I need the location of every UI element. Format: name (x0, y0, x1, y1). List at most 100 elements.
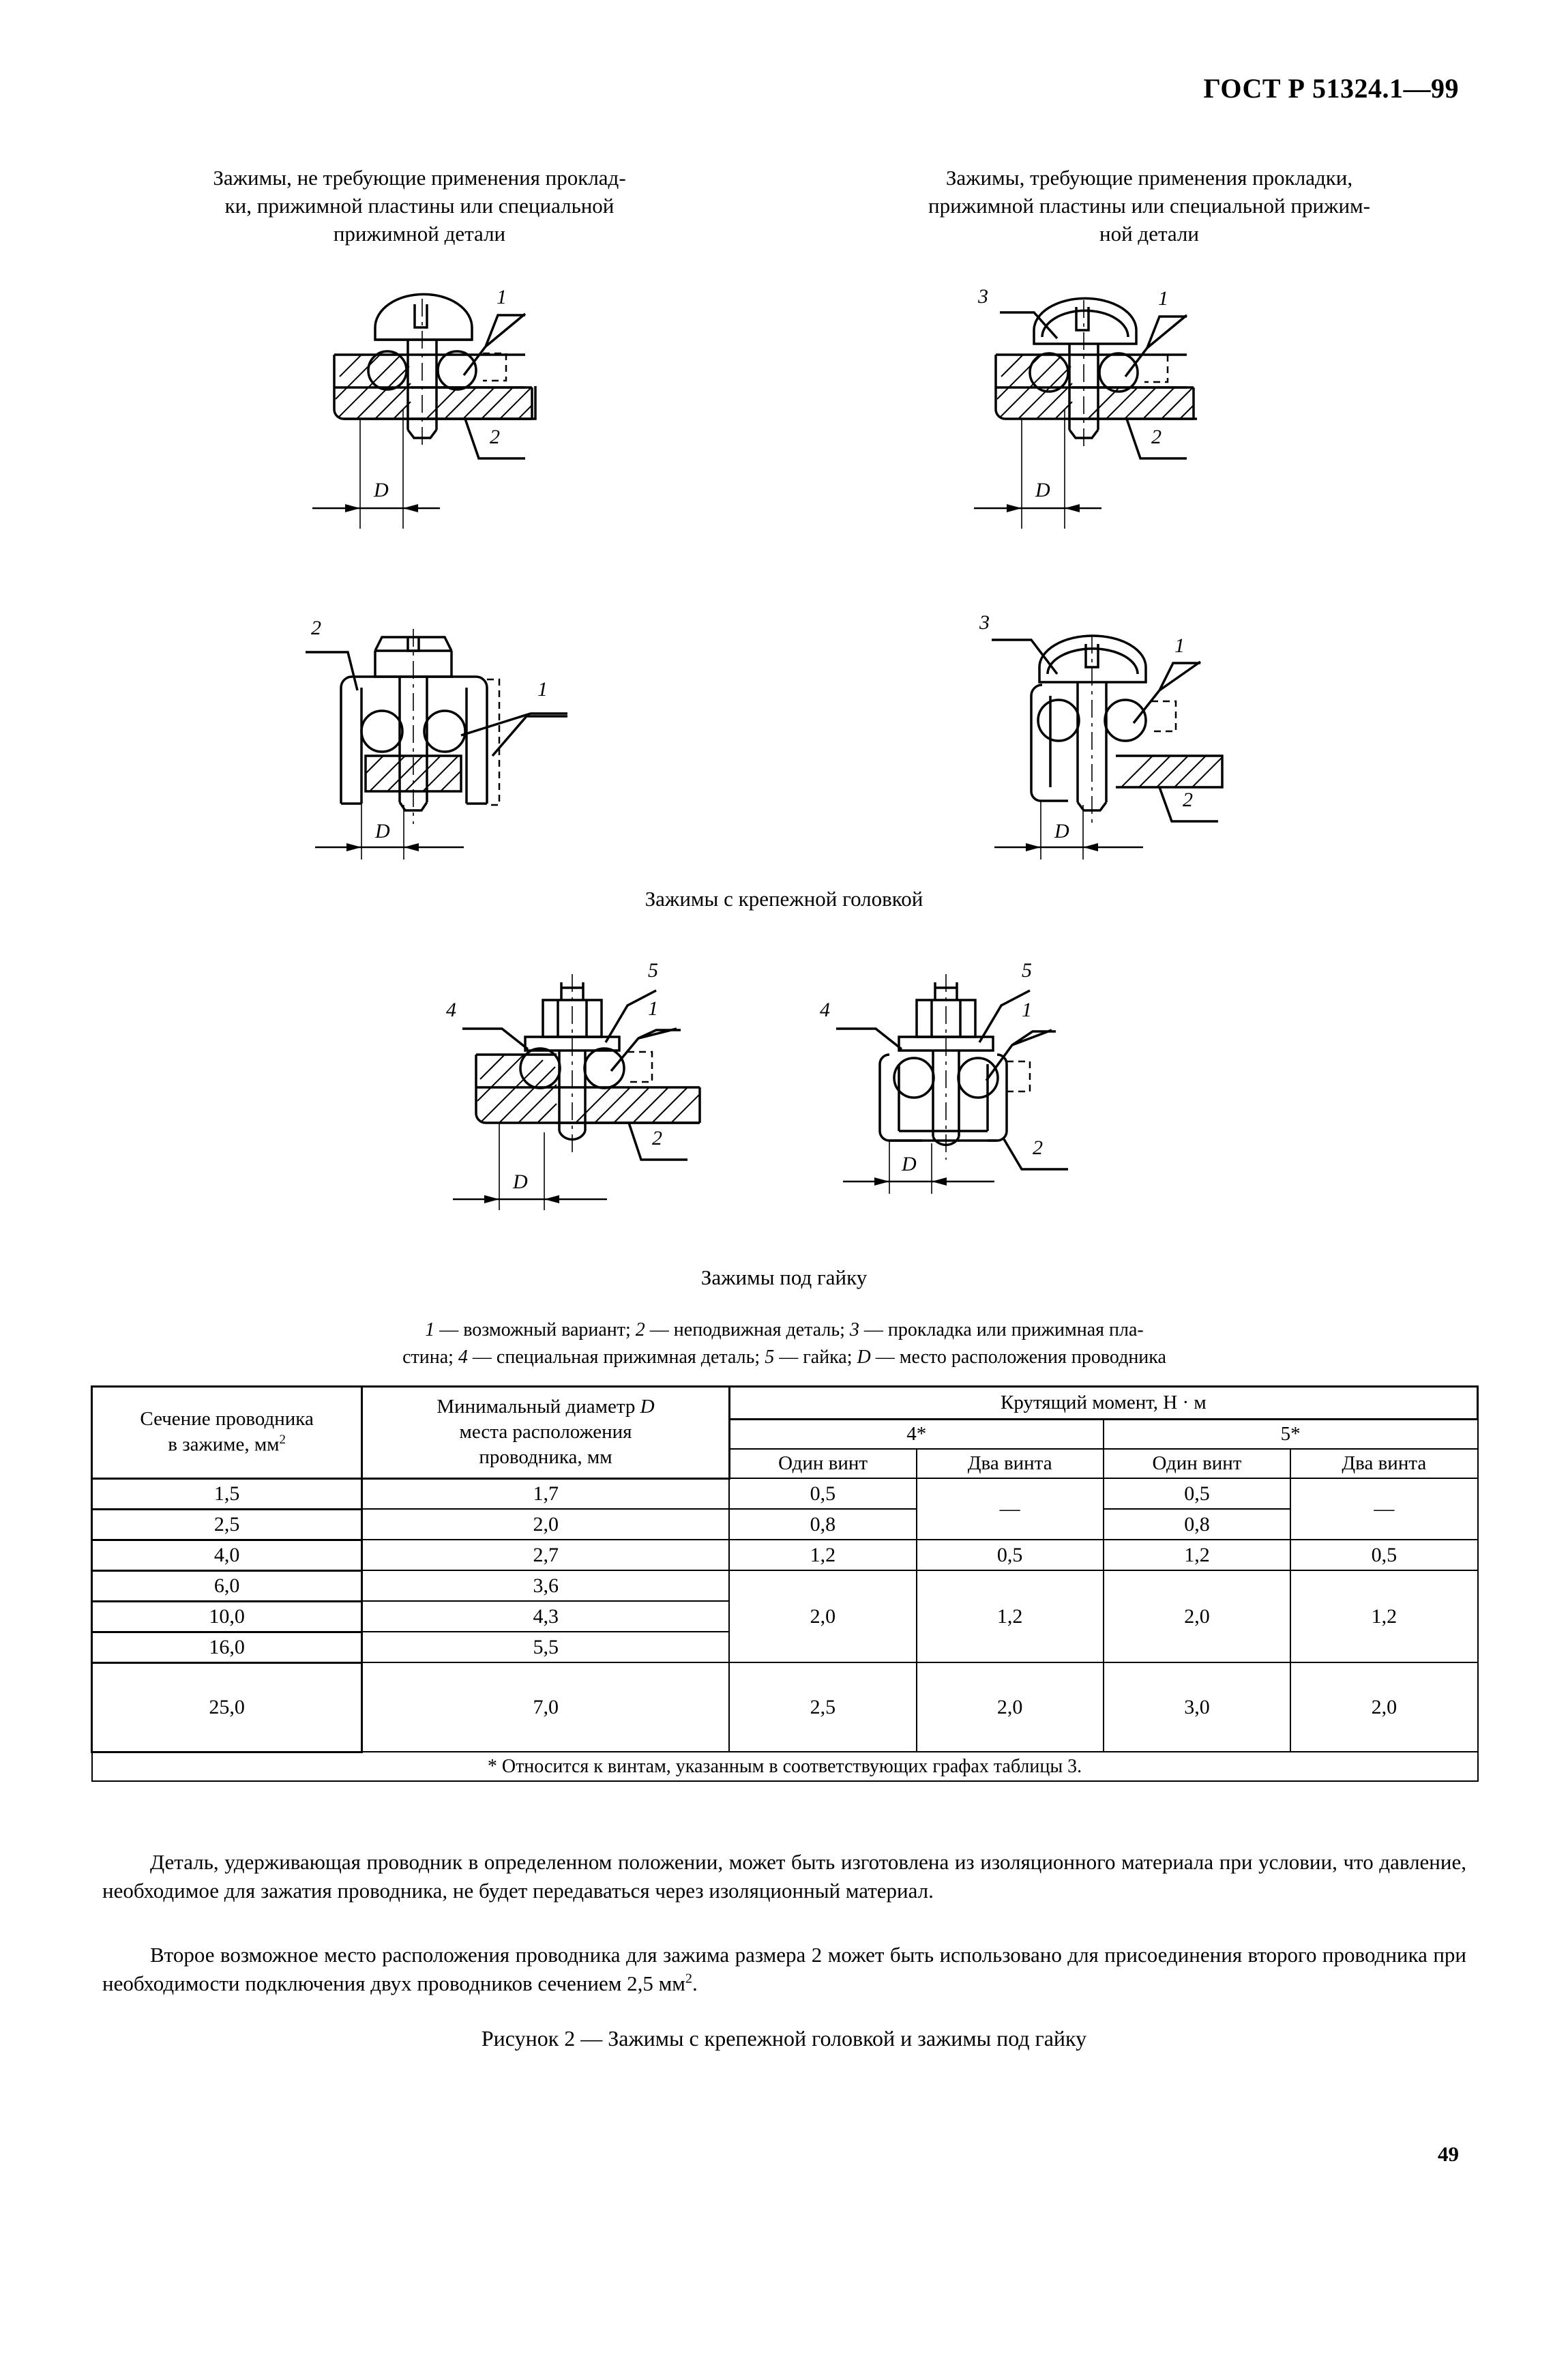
page-number: 49 (1438, 2142, 1459, 2166)
th-symbol-D: D (640, 1396, 655, 1418)
cell-section: 16,0 (90, 1630, 364, 1664)
cell-section: 4,0 (90, 1538, 364, 1572)
drawing-label-1: 1 (1158, 287, 1168, 310)
table-row: 4,0 2,7 1,2 0,5 1,2 0,5 (90, 1538, 1479, 1572)
cell-t4-two: 0,5 (915, 1539, 1104, 1572)
paragraph-second-conductor: Второе возможное место расположения пров… (102, 1941, 1466, 1998)
th-group-4: 4* (728, 1418, 1104, 1450)
drawing-label-4: 4 (446, 999, 456, 1021)
drawing-label-2: 2 (652, 1127, 662, 1149)
drawing-label-5: 5 (1022, 959, 1032, 982)
cell-t5-one: 0,8 (1102, 1508, 1292, 1541)
torque-table-container: Сечение проводника в зажиме, мм2 Минимал… (90, 1385, 1479, 1782)
drawing-svg: 4 5 1 2 D (820, 959, 1068, 1194)
th-group-5: 5* (1102, 1418, 1479, 1450)
cell-t5-two: 2,0 (1290, 1662, 1479, 1753)
th-line: проводника, мм (479, 1446, 612, 1469)
cell-diameter: 3,6 (361, 1570, 730, 1602)
caption-line: прижимной пластины или специальной прижи… (928, 194, 1370, 218)
cell-t4-two: 1,2 (915, 1570, 1104, 1664)
drawing-svg: 1 2 D (312, 286, 537, 529)
figure-caption: Рисунок 2 — Зажимы с крепежной головкой … (481, 2026, 1087, 2051)
paragraph-insulating-material: Деталь, удерживающая проводник в определ… (102, 1848, 1466, 1905)
cell-diameter: 2,7 (361, 1539, 730, 1572)
legend-key-4: 4 (458, 1346, 468, 1368)
th-5-two-screws: Два винта (1290, 1448, 1479, 1480)
cell-diameter: 7,0 (361, 1662, 730, 1753)
caption-with-gasket: Зажимы, требующие применения прокладки, … (832, 164, 1466, 248)
cell-t4-one: 0,5 (728, 1478, 917, 1510)
th-line: в зажиме, мм (168, 1434, 280, 1456)
drawing-label-D: D (1035, 479, 1050, 501)
cell-section: 10,0 (90, 1600, 364, 1633)
cell-section: 2,5 (90, 1508, 364, 1541)
th-4-two-screws: Два винта (915, 1448, 1104, 1480)
cell-section: 1,5 (90, 1477, 364, 1510)
cell-t4-one: 2,5 (728, 1662, 917, 1753)
cell-t5-one: 2,0 (1102, 1570, 1292, 1664)
table-row: 6,0 3,6 2,0 1,2 2,0 1,2 (90, 1569, 1479, 1664)
drawing-label-2: 2 (490, 426, 500, 448)
drawing-svg: 3 1 2 D (979, 611, 1224, 860)
drawing-saddle-clamp-with-gasket: 3 1 2 D (955, 587, 1364, 873)
drawing-label-D: D (373, 479, 389, 501)
th-5-one-screw: Один винт (1102, 1448, 1292, 1480)
drawing-label-1: 1 (648, 997, 658, 1020)
th-text: Минимальный диаметр (437, 1396, 640, 1418)
drawing-label-2: 2 (1033, 1136, 1043, 1159)
table-header-row-3: Один винт Два винта Один винт Два винта (92, 1448, 1479, 1480)
legend-line-2: стина; 4 — специальная прижимная деталь;… (102, 1344, 1466, 1371)
legend-text: — гайка; (774, 1346, 857, 1368)
column-captions: Зажимы, не требующие применения проклад-… (102, 164, 1466, 248)
paragraph-text-part: . (692, 1971, 698, 1995)
torque-table: Сечение проводника в зажиме, мм2 Минимал… (90, 1385, 1479, 1782)
figure-legend: 1 — возможный вариант; 2 — неподвижная д… (102, 1317, 1466, 1371)
table-row: 2,5 2,0 0,8 0,8 (90, 1508, 1478, 1541)
paragraph-text: Деталь, удерживающая проводник в определ… (102, 1850, 1466, 1903)
drawing-label-1: 1 (1174, 634, 1185, 657)
paragraph-text-part: Второе возможное место расположения пров… (102, 1943, 1466, 1995)
th-sup: 2 (279, 1433, 286, 1448)
cell-t5-one: 3,0 (1102, 1662, 1292, 1753)
drawing-label-D: D (512, 1171, 528, 1193)
legend-text: — место расположения проводника (870, 1346, 1166, 1368)
drawing-label-4: 4 (820, 999, 830, 1021)
table-body: 1,5 1,7 0,5 — 0,5 — 2,5 2,0 0,8 0,8 4,0 … (90, 1477, 1479, 1782)
caption-line: Зажимы, требующие применения прокладки, (945, 166, 1353, 190)
drawing-nut-clamp-flat: 4 5 1 2 D (423, 935, 846, 1228)
cell-t4-two: 2,0 (915, 1662, 1104, 1753)
caption-line: ной детали (1099, 222, 1199, 246)
caption-no-gasket: Зажимы, не требующие применения проклад-… (102, 164, 737, 248)
cell-diameter: 4,3 (361, 1600, 730, 1633)
legend-key-1: 1 (425, 1319, 435, 1340)
drawing-label-1: 1 (497, 286, 507, 308)
cell-t5-two: — (1290, 1478, 1479, 1541)
cell-t4-one: 1,2 (728, 1539, 917, 1572)
legend-key-3: 3 (849, 1319, 859, 1340)
drawing-label-1: 1 (1022, 999, 1032, 1021)
th-line: Сечение проводника (140, 1408, 314, 1430)
drawing-clamp-with-gasket-screw: 3 1 2 D (955, 273, 1337, 546)
th-torque: Крутящий момент, Н · м (728, 1385, 1479, 1421)
table-footnote-row: * Относится к винтам, указанным в соотве… (91, 1751, 1479, 1782)
drawing-label-5: 5 (648, 959, 658, 982)
table-footnote: * Относится к винтам, указанным в соотве… (91, 1751, 1479, 1782)
standard-header: ГОСТ Р 51324.1—99 (1203, 73, 1459, 104)
legend-key-5: 5 (765, 1346, 775, 1368)
legend-line-1: 1 — возможный вариант; 2 — неподвижная д… (102, 1317, 1466, 1344)
drawing-label-3: 3 (977, 285, 988, 308)
drawing-svg: 3 1 2 D (974, 285, 1197, 529)
drawing-label-2: 2 (311, 617, 321, 639)
cell-diameter: 1,7 (361, 1478, 730, 1510)
legend-key-2: 2 (635, 1319, 645, 1340)
th-conductor-section: Сечение проводника в зажиме, мм2 (90, 1385, 364, 1480)
table-row: 10,0 4,3 (90, 1600, 1478, 1633)
table-head: Сечение проводника в зажиме, мм2 Минимал… (90, 1385, 1479, 1480)
paragraph-superscript: 2 (685, 1971, 692, 1986)
table-row: 25,0 7,0 2,5 2,0 3,0 2,0 (90, 1661, 1479, 1753)
table-header-row-1: Сечение проводника в зажиме, мм2 Минимал… (90, 1385, 1479, 1480)
caption-line: ки, прижимной пластины или специальной (224, 194, 615, 218)
cell-t4-one: 0,8 (728, 1508, 917, 1541)
drawing-label-2: 2 (1183, 789, 1193, 811)
drawing-clamp-no-gasket-screw: 1 2 D (293, 273, 675, 546)
